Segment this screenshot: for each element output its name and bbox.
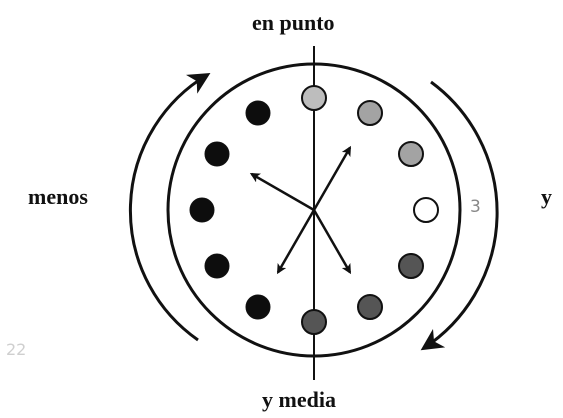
clock-arrow-1 xyxy=(312,145,352,211)
page-number-mark: 22 xyxy=(6,340,27,359)
clock-face xyxy=(166,62,462,358)
hour-marker-1 xyxy=(357,100,383,126)
clock-arrow-5 xyxy=(312,209,352,275)
label-y: y xyxy=(541,184,552,209)
rotation-arrow-right-icon xyxy=(420,80,499,351)
hour-marker-2 xyxy=(398,141,424,167)
clock-arrow-10 xyxy=(249,172,315,212)
hour-marker-10 xyxy=(204,141,230,167)
label-menos: menos xyxy=(28,184,88,209)
hour-markers xyxy=(189,85,439,335)
hour-marker-3 xyxy=(413,197,439,223)
hour-marker-7 xyxy=(245,294,271,320)
hour-marker-11 xyxy=(245,100,271,126)
hour-three-mark: 3 xyxy=(470,197,481,217)
rotation-arrow-left-icon xyxy=(128,72,211,342)
hour-marker-5 xyxy=(357,294,383,320)
clock-arrow-7 xyxy=(276,209,316,275)
label-y-media: y media xyxy=(262,387,336,412)
hour-marker-8 xyxy=(204,253,230,279)
hour-marker-4 xyxy=(398,253,424,279)
clock-arrows xyxy=(249,145,352,275)
hour-marker-6 xyxy=(301,309,327,335)
hour-marker-9 xyxy=(189,197,215,223)
label-en-punto: en punto xyxy=(252,10,335,35)
hour-marker-12 xyxy=(301,85,327,111)
